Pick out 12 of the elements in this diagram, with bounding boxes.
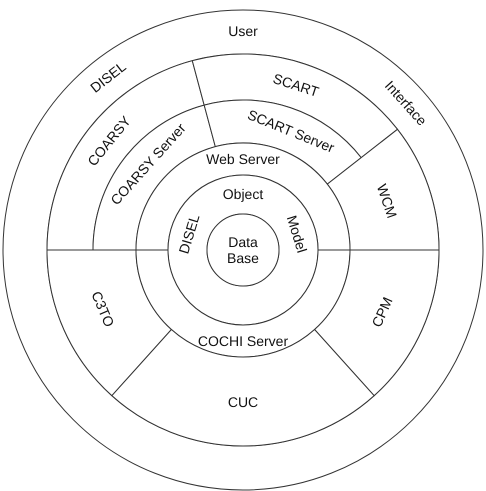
ring-label: Model <box>283 213 310 254</box>
ring-label: DISEL <box>176 212 203 256</box>
center-label: Data Base <box>226 234 260 266</box>
segment-label: CPM <box>368 294 396 330</box>
ring-label: Object <box>222 186 264 202</box>
ring-label: User <box>228 23 258 39</box>
segment-label: CUC <box>228 394 258 410</box>
segment-label: Web Server <box>206 151 280 167</box>
segment-label: SCART <box>272 70 322 100</box>
segment-label: C3TO <box>88 289 118 330</box>
segment-label: WCM <box>373 181 400 220</box>
segment-label: COCHI Server <box>198 333 288 349</box>
